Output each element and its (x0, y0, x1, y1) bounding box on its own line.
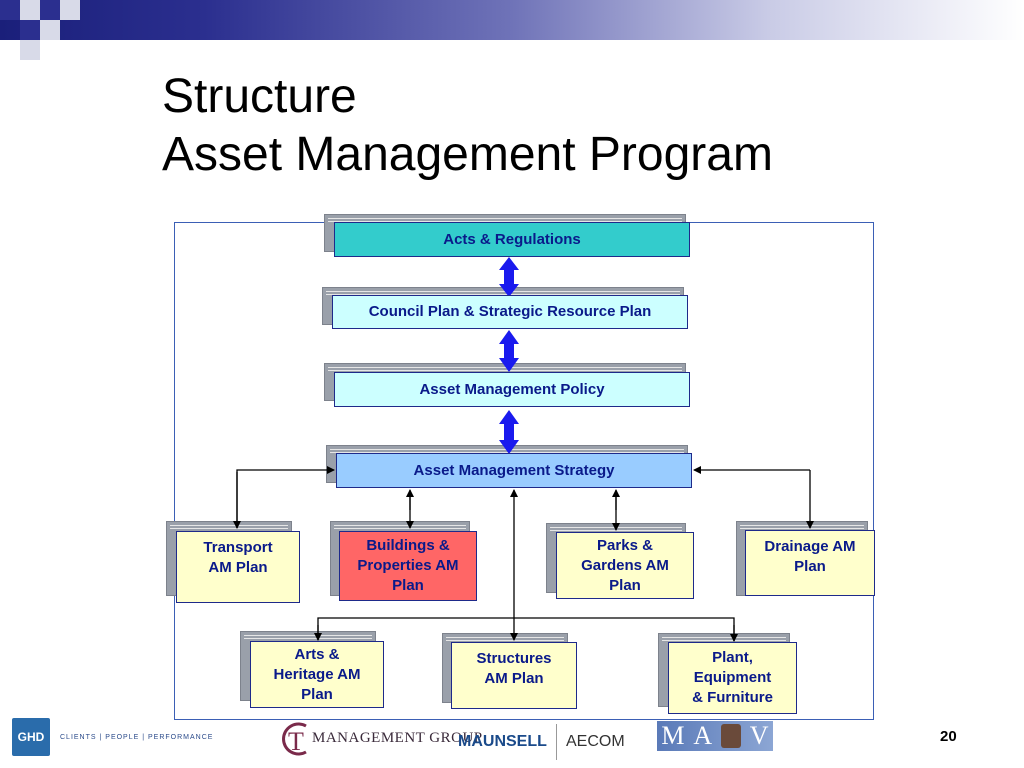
connector-strategy-drainage (693, 466, 814, 529)
mav-letter-v: V (749, 721, 769, 750)
structures-am-plan-box: Structures AM Plan (451, 642, 577, 709)
buildings-am-plan-box: Buildings & Properties AM Plan (339, 531, 477, 601)
logo-separator (556, 724, 557, 760)
ct-management-group-text: MANAGEMENT GROUP (312, 730, 483, 746)
mav-letter-m: M (661, 721, 685, 750)
ghd-logo: GHD (12, 718, 50, 756)
double-arrow-council-policy (499, 330, 519, 372)
header-square (40, 20, 60, 40)
mav-logo: M A V (657, 721, 773, 751)
plant-equipment-box: Plant, Equipment & Furniture (668, 642, 797, 714)
mav-crest-icon (720, 724, 741, 748)
double-arrow-acts-council (499, 257, 519, 297)
council-plan-box: Council Plan & Strategic Resource Plan (332, 295, 688, 329)
ct-logo-icon: T (282, 722, 307, 756)
header-square (20, 20, 40, 40)
asset-management-strategy-box: Asset Management Strategy (336, 453, 692, 488)
connector-strategy-transport (233, 466, 335, 529)
header-gradient-bar (0, 0, 1024, 40)
header-square (0, 0, 20, 20)
title-line-2: Asset Management Program (162, 128, 773, 181)
header-square (20, 0, 40, 20)
ghd-tagline: CLIENTS | PEOPLE | PERFORMANCE (60, 734, 214, 741)
header-square (20, 40, 40, 60)
mav-letter-a: A (693, 721, 713, 750)
double-arrow-policy-strategy (499, 410, 519, 454)
maunsell-logo-text: MAUNSELL (458, 733, 547, 750)
drainage-am-plan-box: Drainage AM Plan (745, 530, 875, 596)
slide-title: Structure Asset Management Program (162, 68, 773, 184)
page-number: 20 (940, 728, 957, 745)
title-line-1: Structure (162, 70, 357, 123)
header-square (60, 0, 80, 20)
transport-am-plan-box: Transport AM Plan (176, 531, 300, 603)
parks-am-plan-box: Parks & Gardens AM Plan (556, 532, 694, 599)
ct-logo-letter: T (288, 727, 304, 756)
connector-strategy-bottom-row (314, 489, 738, 642)
arts-heritage-am-plan-box: Arts & Heritage AM Plan (250, 641, 384, 708)
asset-management-policy-box: Asset Management Policy (334, 372, 690, 407)
acts-regulations-box: Acts & Regulations (334, 222, 690, 257)
header-square (40, 0, 60, 20)
aecom-logo-text: AECOM (566, 733, 625, 750)
